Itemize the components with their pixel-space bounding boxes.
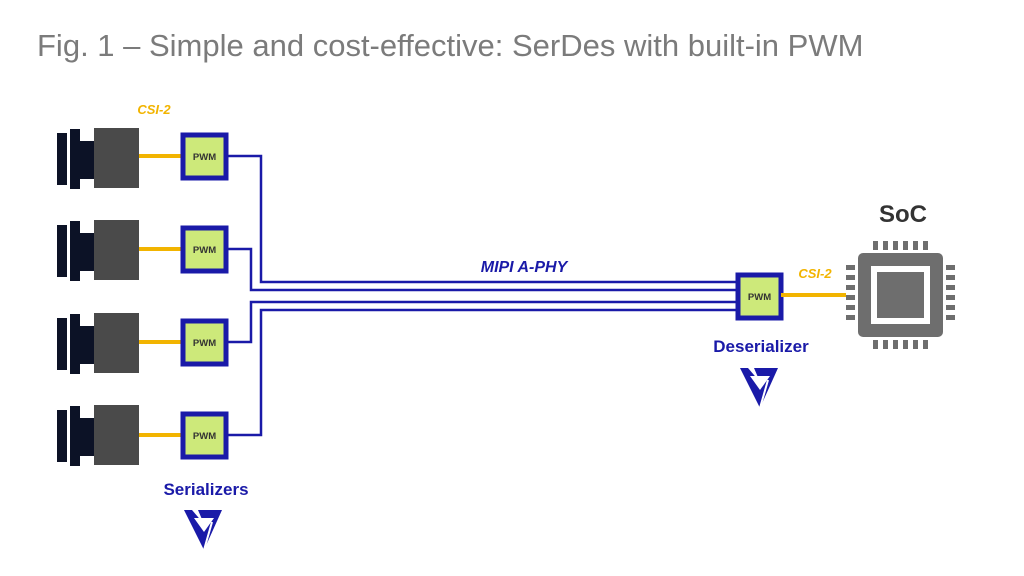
pwm-label: PWM — [748, 292, 771, 303]
aphy-wires — [227, 154, 736, 437]
pwm-label: PWM — [193, 431, 216, 442]
camera-4 — [57, 405, 139, 466]
mipi-aphy-label: MIPI A-PHY — [481, 259, 569, 276]
serializer-3: PWM — [180, 318, 229, 367]
csi2-camera-links — [139, 154, 182, 437]
camera-1 — [57, 128, 139, 189]
soc-chip-icon — [846, 241, 955, 349]
pwm-label: PWM — [193, 338, 216, 349]
csi2-label-right: CSI-2 — [798, 266, 832, 281]
camera-2 — [57, 220, 139, 281]
soc-label: SoC — [879, 201, 927, 228]
deserializer-label: Deserializer — [713, 337, 809, 356]
brand-logo-icon — [184, 510, 222, 551]
figure-title: Fig. 1 – Simple and cost-effective: SerD… — [37, 28, 864, 63]
deserializer: PWM — [735, 272, 784, 321]
pwm-label: PWM — [193, 245, 216, 256]
serializers-label: Serializers — [163, 480, 248, 499]
csi2-label-left: CSI-2 — [137, 102, 171, 117]
serializer-4: PWM — [180, 411, 229, 460]
serializer-2: PWM — [180, 225, 229, 274]
serializer-1: PWM — [180, 132, 229, 181]
pwm-label: PWM — [193, 152, 216, 163]
brand-logo-icon — [740, 368, 778, 409]
camera-3 — [57, 313, 139, 374]
